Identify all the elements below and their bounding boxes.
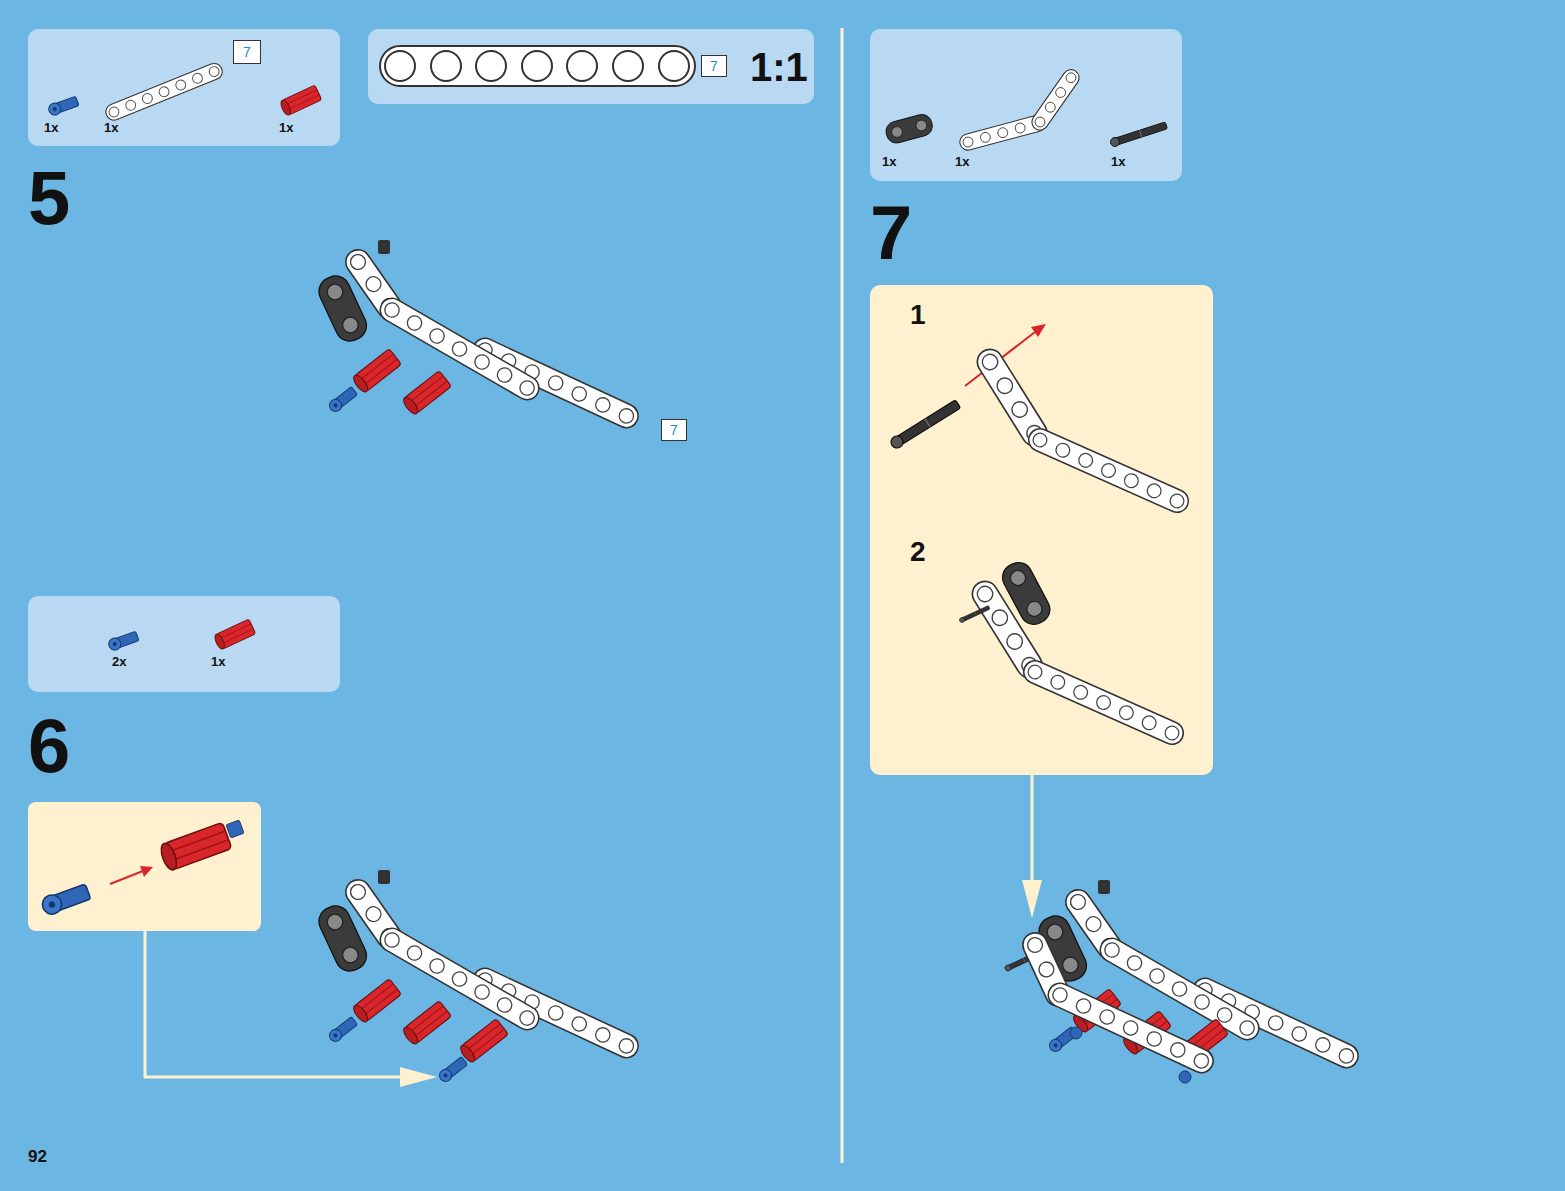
page-divider bbox=[841, 28, 844, 1163]
step-number: 6 bbox=[28, 708, 70, 784]
substep-number: 1 bbox=[910, 301, 926, 329]
parts-panel: 1x 1x 1x bbox=[870, 29, 1182, 181]
quantity-label: 1x bbox=[1111, 155, 1125, 168]
subassembly-art bbox=[889, 324, 1192, 918]
step-number: 7 bbox=[870, 195, 912, 271]
quantity-label: 1x bbox=[211, 655, 225, 668]
model-step bbox=[1004, 880, 1362, 1083]
quantity-label: 2x bbox=[112, 655, 126, 668]
parts-art bbox=[47, 61, 322, 123]
callout-box: 7 bbox=[701, 55, 727, 77]
quantity-label: 1x bbox=[882, 155, 896, 168]
parts-art bbox=[107, 619, 256, 652]
quantity-label: 1x bbox=[104, 121, 118, 134]
callout-box: 7 bbox=[661, 419, 687, 441]
callout-number: 7 bbox=[710, 59, 718, 73]
page-number: 92 bbox=[28, 1148, 47, 1165]
parts-art bbox=[884, 66, 1168, 151]
scale-label: 1:1 bbox=[750, 47, 808, 87]
parts-panel: 2x 1x bbox=[28, 596, 340, 692]
substep-number: 2 bbox=[910, 538, 926, 566]
subassembly-art bbox=[28, 802, 437, 1087]
quantity-label: 1x bbox=[279, 121, 293, 134]
callout-box: 7 bbox=[233, 40, 261, 64]
quantity-label: 1x bbox=[44, 121, 58, 134]
step-number: 5 bbox=[28, 160, 70, 236]
scale-beam bbox=[380, 46, 695, 86]
model-step bbox=[314, 240, 642, 431]
substep-panel: 12 bbox=[870, 285, 1213, 775]
model-step bbox=[314, 870, 642, 1084]
callout-number: 7 bbox=[243, 45, 251, 59]
callout-number: 7 bbox=[670, 423, 678, 437]
quantity-label: 1x bbox=[955, 155, 969, 168]
